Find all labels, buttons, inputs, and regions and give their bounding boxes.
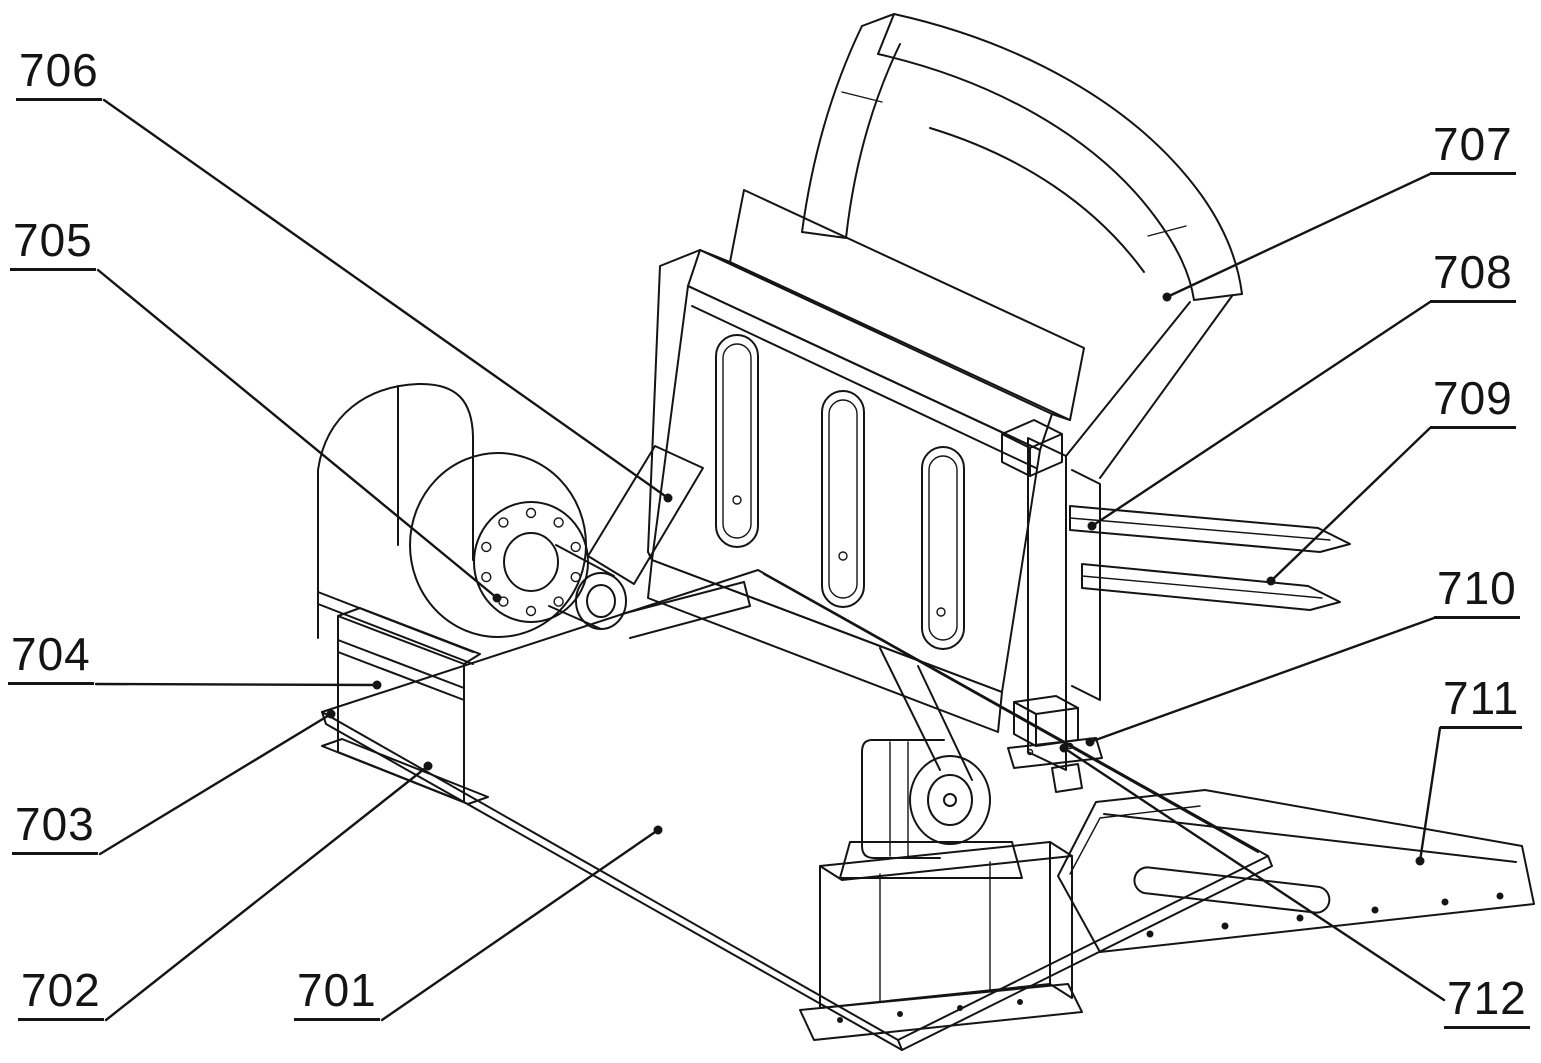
leader-line-706	[102, 98, 670, 500]
leader-dot-708	[1087, 521, 1097, 531]
motor-housing	[317, 382, 474, 665]
leader-dot-709	[1266, 576, 1276, 586]
leader-dot-702	[423, 761, 433, 771]
leader-dot-712	[1059, 743, 1069, 753]
part-label-709: 709	[1430, 374, 1516, 430]
leader-line-708	[1090, 300, 1432, 528]
leader-dot-703	[326, 709, 336, 719]
leader-line-705	[96, 268, 499, 600]
part-label-711: 711	[1440, 674, 1523, 730]
leader-line-710	[1088, 616, 1436, 744]
part-label-702: 702	[18, 966, 104, 1022]
curved-guard	[801, 13, 1243, 301]
leader-line-712	[1062, 746, 1446, 1002]
hub-flange	[409, 452, 627, 638]
mast-bracket	[1007, 695, 1103, 793]
right-mast	[1001, 295, 1233, 771]
part-label-703: 703	[12, 800, 98, 856]
leader-dot-706	[663, 493, 673, 503]
leader-dot-711	[1415, 856, 1425, 866]
tilt-frame	[647, 189, 1085, 733]
leader-line-704	[94, 682, 379, 687]
part-label-704: 704	[8, 630, 94, 686]
part-label-708: 708	[1430, 248, 1516, 304]
leader-line-702	[104, 764, 430, 1022]
pedestal-stand	[799, 841, 1083, 1041]
skid-rail	[1057, 789, 1535, 953]
part-label-701: 701	[294, 966, 380, 1022]
part-label-712: 712	[1444, 974, 1530, 1030]
leader-line-703	[98, 712, 333, 856]
leader-dot-704	[372, 680, 382, 690]
leader-line-711	[1418, 726, 1442, 863]
leader-line-701	[380, 828, 660, 1022]
crank-arms	[587, 445, 973, 781]
leader-line-709	[1269, 426, 1432, 583]
part-label-705: 705	[10, 216, 96, 272]
part-label-707: 707	[1430, 120, 1516, 176]
part-label-710: 710	[1434, 564, 1520, 620]
leader-line-707	[1165, 172, 1432, 299]
pedestal-motor	[839, 739, 1023, 879]
leader-dot-710	[1085, 737, 1095, 747]
part-label-706: 706	[16, 46, 102, 102]
leader-dot-705	[492, 593, 502, 603]
leader-dot-707	[1162, 292, 1172, 302]
leader-dot-701	[653, 825, 663, 835]
